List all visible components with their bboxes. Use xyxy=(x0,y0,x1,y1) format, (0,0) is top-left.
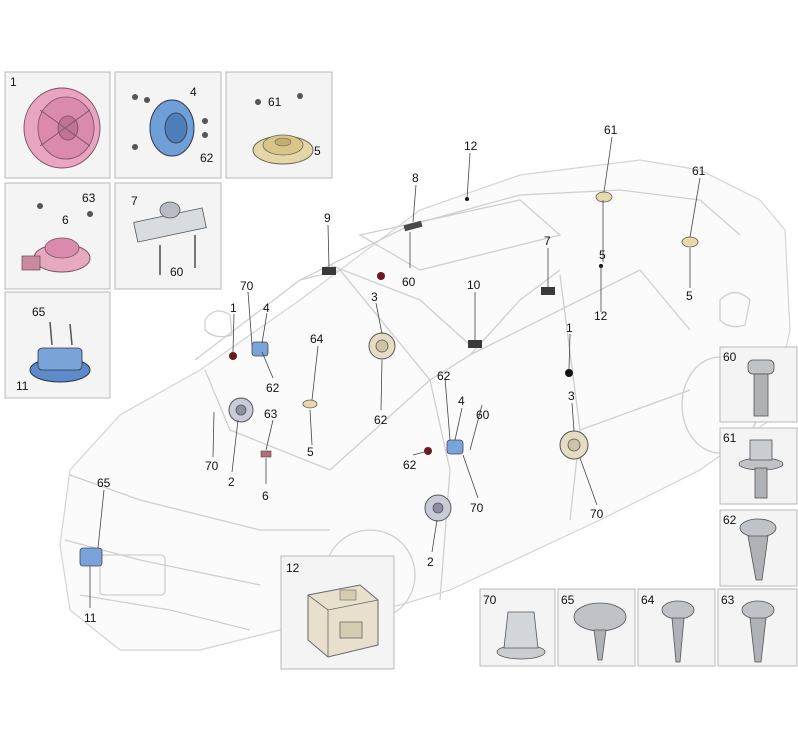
inset-speaker-6: 63 6 xyxy=(4,182,111,290)
fastener-70: 70 xyxy=(479,588,556,667)
callout-c70c: 70 xyxy=(470,501,484,515)
fastener-61: 61 xyxy=(719,427,798,505)
inset-label-62: 62 xyxy=(200,151,214,165)
callout-c62d: 62 xyxy=(403,458,417,472)
callout-c2b: 2 xyxy=(427,555,434,569)
fastener-label-62: 62 xyxy=(723,513,737,527)
inset-label-63: 63 xyxy=(82,191,96,205)
callout-c1a: 1 xyxy=(230,301,237,315)
callout-c65: 65 xyxy=(97,476,111,490)
callout-c62a: 62 xyxy=(266,381,280,395)
callout-c4a: 4 xyxy=(263,301,270,315)
callout-c5c: 5 xyxy=(307,445,314,459)
callout-c62c: 62 xyxy=(437,369,451,383)
callout-c64: 64 xyxy=(310,332,324,346)
inset-label-4: 4 xyxy=(190,85,197,99)
callout-c60a: 60 xyxy=(402,275,416,289)
fastener-label-60: 60 xyxy=(723,350,737,364)
callout-c62b: 62 xyxy=(374,413,388,427)
callout-c3a: 3 xyxy=(371,290,378,304)
callout-c12mid: 12 xyxy=(594,309,608,323)
callout-c70a: 70 xyxy=(240,279,254,293)
callout-c10: 10 xyxy=(467,278,481,292)
fastener-60: 60 xyxy=(719,346,798,423)
inset-label-60: 60 xyxy=(170,265,184,279)
callout-c4b: 4 xyxy=(458,394,465,408)
inset-speaker-1: 1 xyxy=(4,71,111,179)
fastener-label-64: 64 xyxy=(641,593,655,607)
callout-c61b: 61 xyxy=(692,164,706,178)
callout-c70b: 70 xyxy=(205,459,219,473)
leader-lines xyxy=(89,136,701,608)
inset-bracket-7: 7 60 xyxy=(114,182,222,290)
fastener-62: 62 xyxy=(719,509,798,587)
inset-speaker-4: 4 62 xyxy=(114,71,222,179)
fastener-65: 65 xyxy=(557,588,636,667)
callout-c12top: 12 xyxy=(464,139,478,153)
inset-speaker-5: 61 5 xyxy=(225,71,333,179)
callout-c8: 8 xyxy=(412,171,419,185)
fastener-label-70: 70 xyxy=(483,593,497,607)
inset-label-61: 61 xyxy=(268,95,282,109)
callout-c9: 9 xyxy=(324,211,331,225)
fastener-label-61: 61 xyxy=(723,431,737,445)
inset-label-11: 11 xyxy=(16,379,29,393)
inset-module-12: 12 xyxy=(280,555,395,670)
callout-c63: 63 xyxy=(264,407,278,421)
callout-c7: 7 xyxy=(544,234,551,248)
inset-label-7: 7 xyxy=(131,194,138,208)
callout-labels: 12 61 61 8 9 7 5 5 60 12 70 1 4 3 10 1 6… xyxy=(84,123,706,625)
fastener-label-63: 63 xyxy=(721,593,735,607)
callout-c61a: 61 xyxy=(604,123,618,137)
inset-label-6: 6 xyxy=(62,213,69,227)
fastener-63: 63 xyxy=(717,588,798,667)
callout-c11: 11 xyxy=(84,611,97,625)
callout-c60b: 60 xyxy=(476,408,490,422)
fastener-64: 64 xyxy=(637,588,716,667)
inset-label-5: 5 xyxy=(314,144,321,158)
inset-label-1: 1 xyxy=(10,75,17,89)
callout-c5b: 5 xyxy=(686,289,693,303)
callout-c2a: 2 xyxy=(228,475,235,489)
callout-c3b: 3 xyxy=(568,389,575,403)
inset-label-65: 65 xyxy=(32,305,46,319)
callout-c5a: 5 xyxy=(599,248,606,262)
fastener-label-65: 65 xyxy=(561,593,575,607)
inset-module-11: 65 11 xyxy=(4,291,111,399)
inset-label-12: 12 xyxy=(286,561,300,575)
callout-c6: 6 xyxy=(262,489,269,503)
callout-c1b: 1 xyxy=(566,321,573,335)
car-parts xyxy=(79,191,699,567)
callout-c70d: 70 xyxy=(590,507,604,521)
